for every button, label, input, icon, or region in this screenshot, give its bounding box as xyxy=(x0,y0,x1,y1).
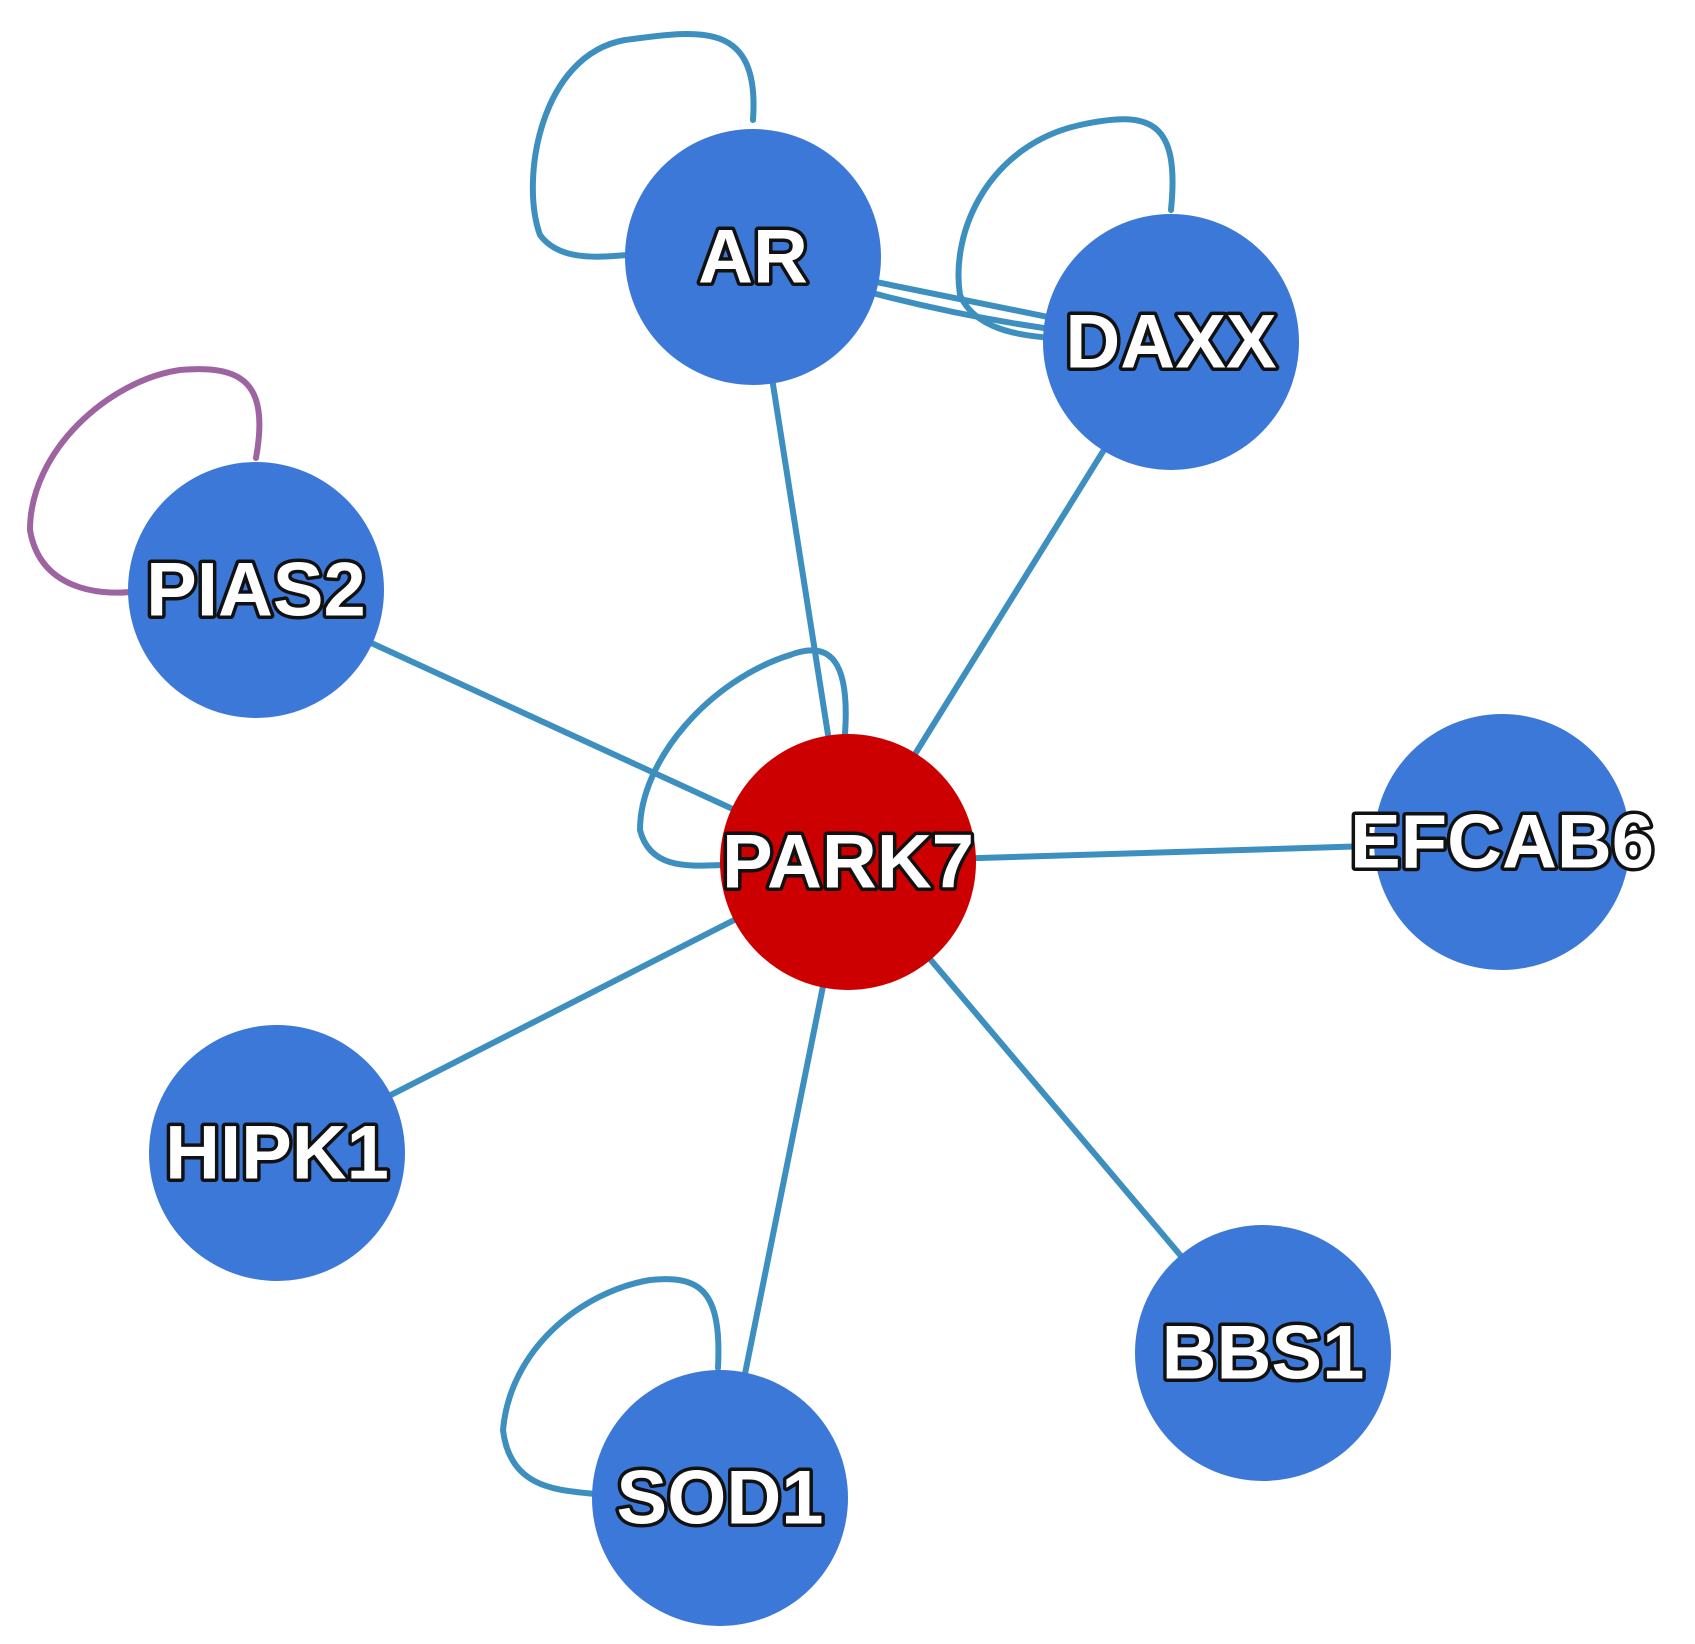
node-circle-sod1[interactable] xyxy=(592,1370,848,1626)
node-circle-pias2[interactable] xyxy=(128,462,384,718)
node-circle-bbs1[interactable] xyxy=(1135,1225,1391,1481)
self-loop-ar xyxy=(529,30,757,260)
node-daxx[interactable]: DAXX xyxy=(1043,214,1299,470)
node-label-bbs1: BBS1 xyxy=(1162,1311,1365,1396)
node-ar[interactable]: AR xyxy=(625,129,881,385)
node-circle-daxx[interactable] xyxy=(1043,214,1299,470)
node-label-park7: PARK7 xyxy=(722,820,974,905)
node-label-sod1: SOD1 xyxy=(617,1456,824,1541)
node-circle-efcab6[interactable] xyxy=(1374,714,1630,970)
node-label-efcab6: EFCAB6 xyxy=(1350,800,1654,885)
node-circle-ar[interactable] xyxy=(625,129,881,385)
node-park7[interactable]: PARK7 xyxy=(719,734,977,990)
node-label-daxx: DAXX xyxy=(1065,300,1276,385)
node-label-hipk1: HIPK1 xyxy=(165,1111,389,1196)
self-loops-layer xyxy=(26,30,1176,1497)
node-hipk1[interactable]: HIPK1 xyxy=(149,1025,405,1281)
node-label-pias2: PIAS2 xyxy=(146,548,366,633)
node-pias2[interactable]: PIAS2 xyxy=(128,462,384,718)
self-loop-sod1 xyxy=(499,1276,722,1497)
self-loop-daxx xyxy=(955,116,1176,341)
self-loop-park7 xyxy=(636,647,849,869)
node-circle-park7[interactable] xyxy=(720,734,976,990)
node-sod1[interactable]: SOD1 xyxy=(592,1370,848,1626)
node-label-ar: AR xyxy=(698,215,808,300)
node-circle-hipk1[interactable] xyxy=(149,1025,405,1281)
node-efcab6[interactable]: EFCAB6 xyxy=(1346,714,1658,970)
self-loop-pias2 xyxy=(26,366,263,596)
node-bbs1[interactable]: BBS1 xyxy=(1135,1225,1391,1481)
